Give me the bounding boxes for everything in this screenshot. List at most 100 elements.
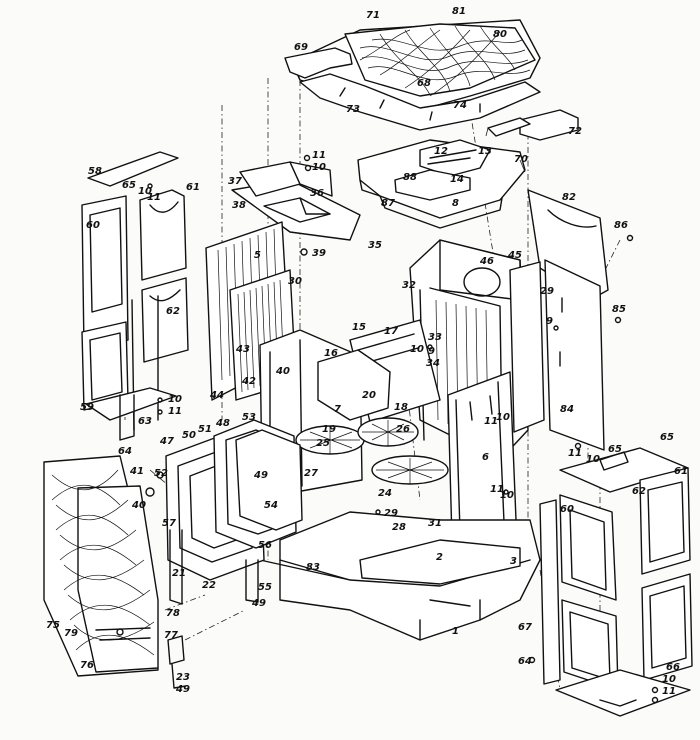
part-label-64b: 64: [518, 656, 532, 667]
part-label-55: 55: [258, 582, 272, 593]
part-label-70: 70: [514, 154, 528, 165]
part-label-50: 50: [182, 430, 196, 441]
part-label-79: 79: [64, 628, 78, 639]
part-label-3: 3: [510, 556, 517, 567]
part-label-11e: 11: [490, 484, 504, 495]
part-label-27: 27: [304, 468, 318, 479]
part-label-87: 87: [381, 198, 395, 209]
part-label-78: 78: [166, 608, 180, 619]
part-label-62b: 62: [632, 486, 646, 497]
part-label-8: 8: [452, 198, 459, 209]
part-label-40b: 40: [131, 500, 146, 511]
part-label-54: 54: [264, 500, 278, 511]
part-label-49a: 49: [253, 470, 268, 481]
part-label-11f: 11: [568, 448, 582, 459]
part-label-10c: 10: [168, 394, 182, 405]
part-label-22: 22: [202, 580, 216, 591]
part-label-11d: 11: [484, 416, 498, 427]
part-label-11c: 11: [168, 406, 182, 417]
part-label-13: 13: [478, 146, 492, 157]
part-label-10g: 10: [586, 454, 600, 465]
flue-plate-assembly: [357, 127, 526, 229]
part-label-81: 81: [452, 6, 466, 17]
part-label-30: 30: [288, 276, 302, 287]
part-label-60b: 60: [560, 504, 574, 515]
part-label-28: 28: [392, 522, 406, 533]
part-label-77: 77: [164, 630, 178, 641]
part-label-40a: 40: [275, 366, 290, 377]
door-frame-assembly: [145, 419, 303, 605]
part-label-65a: 65: [122, 180, 136, 191]
part-label-34: 34: [426, 358, 440, 369]
part-label-24: 24: [378, 488, 392, 499]
part-label-33: 33: [428, 332, 442, 343]
part-label-10b: 10: [138, 186, 152, 197]
part-label-7: 7: [334, 404, 341, 415]
part-label-39: 39: [312, 248, 326, 259]
part-label-52: 52: [154, 468, 168, 479]
part-label-58: 58: [88, 166, 102, 177]
part-label-66: 66: [666, 662, 680, 673]
part-label-73: 73: [346, 104, 360, 115]
part-label-71: 71: [366, 10, 380, 21]
part-label-31: 31: [428, 518, 442, 529]
right-side-panel: [539, 447, 693, 717]
rear-right-panel: [527, 189, 609, 451]
part-label-42: 42: [241, 376, 256, 387]
part-label-1: 1: [452, 626, 459, 637]
part-label-84: 84: [560, 404, 574, 415]
part-label-12: 12: [434, 146, 448, 157]
part-label-19: 19: [322, 424, 336, 435]
part-label-9b: 9: [428, 346, 435, 357]
left-side-panel: [81, 151, 189, 441]
part-label-85: 85: [612, 304, 626, 315]
part-label-15: 15: [352, 322, 366, 333]
part-label-2: 2: [436, 552, 443, 563]
part-label-44: 44: [209, 390, 224, 401]
part-label-6: 6: [482, 452, 489, 463]
part-label-20: 20: [362, 390, 376, 401]
stove-base: [259, 511, 541, 641]
part-label-59: 59: [80, 402, 94, 413]
part-label-14: 14: [450, 174, 464, 185]
part-label-29b: 29: [384, 508, 398, 519]
part-label-29a: 29: [540, 286, 554, 297]
part-label-25: 25: [316, 438, 330, 449]
part-label-63: 63: [138, 416, 152, 427]
part-label-62a: 62: [166, 306, 180, 317]
top-cover-assembly: [284, 19, 579, 141]
part-label-46: 46: [479, 256, 494, 267]
part-label-56: 56: [258, 540, 272, 551]
part-label-45: 45: [507, 250, 522, 261]
part-label-10h: 10: [662, 674, 676, 685]
part-label-88: 88: [403, 172, 417, 183]
part-label-21: 21: [172, 568, 186, 579]
part-label-35: 35: [368, 240, 382, 251]
part-label-65c: 65: [660, 432, 674, 443]
part-label-10d: 10: [410, 344, 424, 355]
part-label-37: 37: [228, 176, 242, 187]
part-label-49b: 49: [251, 598, 266, 609]
part-label-49c: 49: [175, 684, 190, 695]
part-label-69: 69: [294, 42, 308, 53]
part-label-43: 43: [235, 344, 250, 355]
hardware-fasteners: [147, 154, 659, 704]
part-label-82: 82: [562, 192, 576, 203]
part-label-67: 67: [518, 622, 532, 633]
part-label-86: 86: [614, 220, 628, 231]
part-label-47: 47: [159, 436, 174, 447]
part-label-36: 36: [310, 188, 324, 199]
part-label-48: 48: [215, 418, 230, 429]
part-label-5: 5: [254, 250, 261, 261]
part-label-26: 26: [396, 424, 410, 435]
part-label-65b: 65: [608, 444, 622, 455]
part-label-75: 75: [46, 620, 60, 631]
part-label-11a: 11: [312, 150, 326, 161]
part-label-60a: 60: [86, 220, 100, 231]
part-label-80: 80: [493, 29, 507, 40]
part-label-68: 68: [417, 78, 431, 89]
part-label-16: 16: [324, 348, 338, 359]
part-label-11b: 11: [147, 192, 161, 203]
